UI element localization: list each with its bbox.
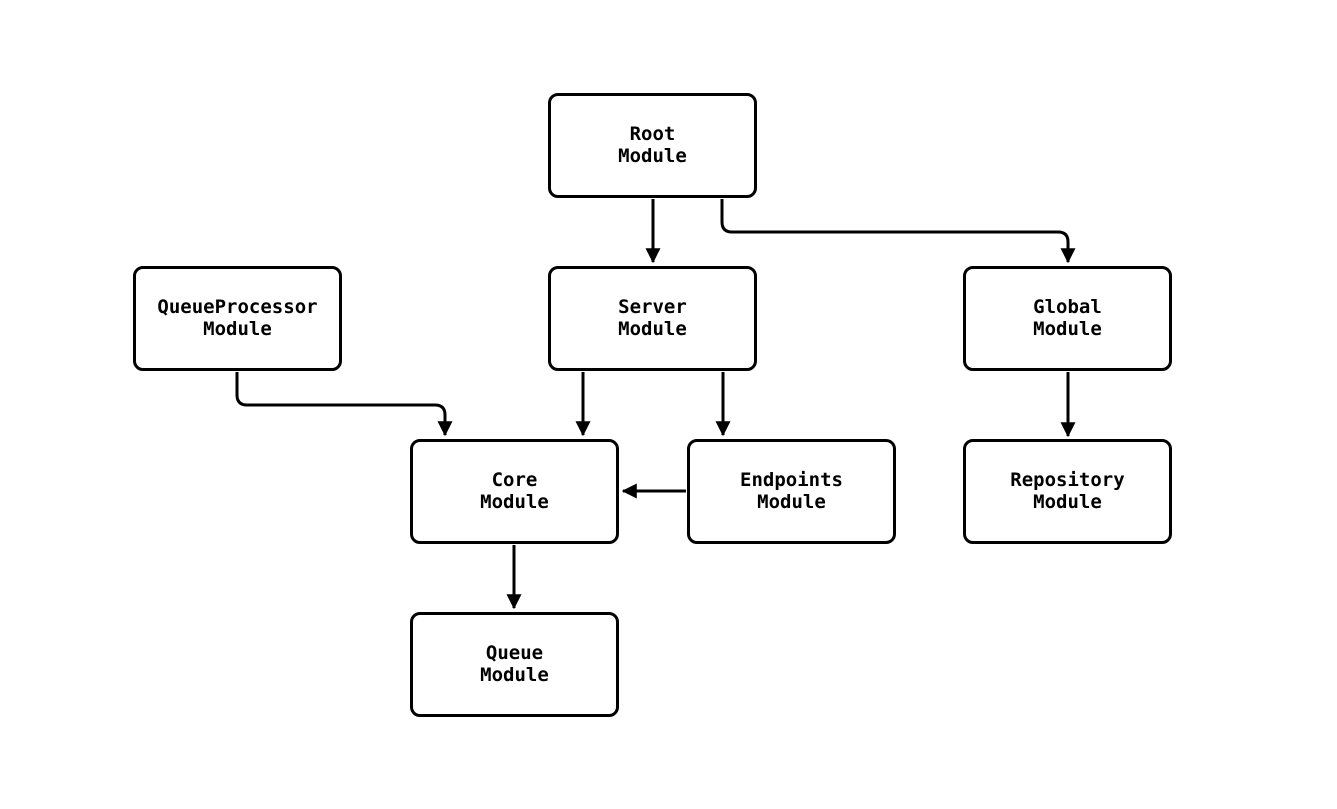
node-core-module: Core Module — [410, 439, 619, 544]
node-queue-module-label: Queue Module — [480, 642, 549, 686]
node-core-module-label: Core Module — [480, 469, 549, 513]
node-root-module: Root Module — [548, 93, 757, 198]
node-queueprocessor-module-label: QueueProcessor Module — [157, 296, 318, 340]
edge-root-to-global — [720, 199, 1076, 264]
node-queueprocessor-module: QueueProcessor Module — [133, 266, 342, 371]
node-root-module-label: Root Module — [618, 123, 687, 167]
edge-queueprocessor-to-core — [235, 372, 453, 437]
node-endpoints-module: Endpoints Module — [687, 439, 896, 544]
node-server-module-label: Server Module — [618, 296, 687, 340]
node-server-module: Server Module — [548, 266, 757, 371]
node-repository-module: Repository Module — [963, 439, 1172, 544]
node-repository-module-label: Repository Module — [1010, 469, 1125, 513]
node-global-module-label: Global Module — [1033, 296, 1102, 340]
node-endpoints-module-label: Endpoints Module — [740, 469, 843, 513]
node-queue-module: Queue Module — [410, 612, 619, 717]
node-global-module: Global Module — [963, 266, 1172, 371]
